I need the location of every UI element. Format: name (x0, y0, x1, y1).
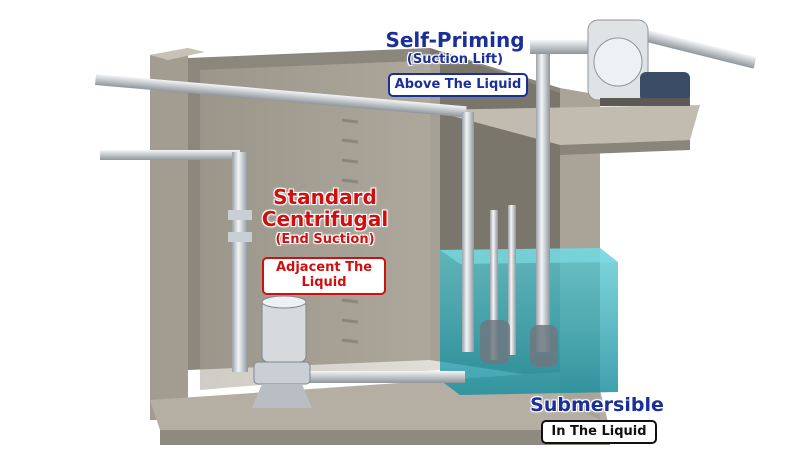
centrifugal-subtitle: (End Suction) (275, 232, 375, 247)
self-priming-pump-icon (587, 19, 690, 106)
self-priming-location-box: Above The Liquid (388, 73, 528, 97)
submersible-title: Submersible (530, 394, 664, 416)
centrifugal-title-line2: Centrifugal (261, 207, 389, 231)
submersible-pump-icon (480, 320, 558, 367)
centrifugal-location-box: Adjacent The Liquid (262, 257, 386, 295)
discharge-pipes (95, 28, 757, 383)
centrifugal-pump-icon (252, 295, 312, 408)
pit-divider-wall (200, 60, 440, 390)
self-priming-subtitle: (Suction Lift) (406, 52, 504, 67)
submersible-location-box: In The Liquid (541, 420, 657, 444)
centrifugal-location-line1: Adjacent The (275, 260, 373, 275)
centrifugal-location-line2: Liquid (301, 274, 347, 290)
self-priming-title: Self-Priming (385, 28, 525, 52)
pit-left-wall (150, 48, 205, 420)
centrifugal-title-line1: Standard (273, 185, 377, 209)
